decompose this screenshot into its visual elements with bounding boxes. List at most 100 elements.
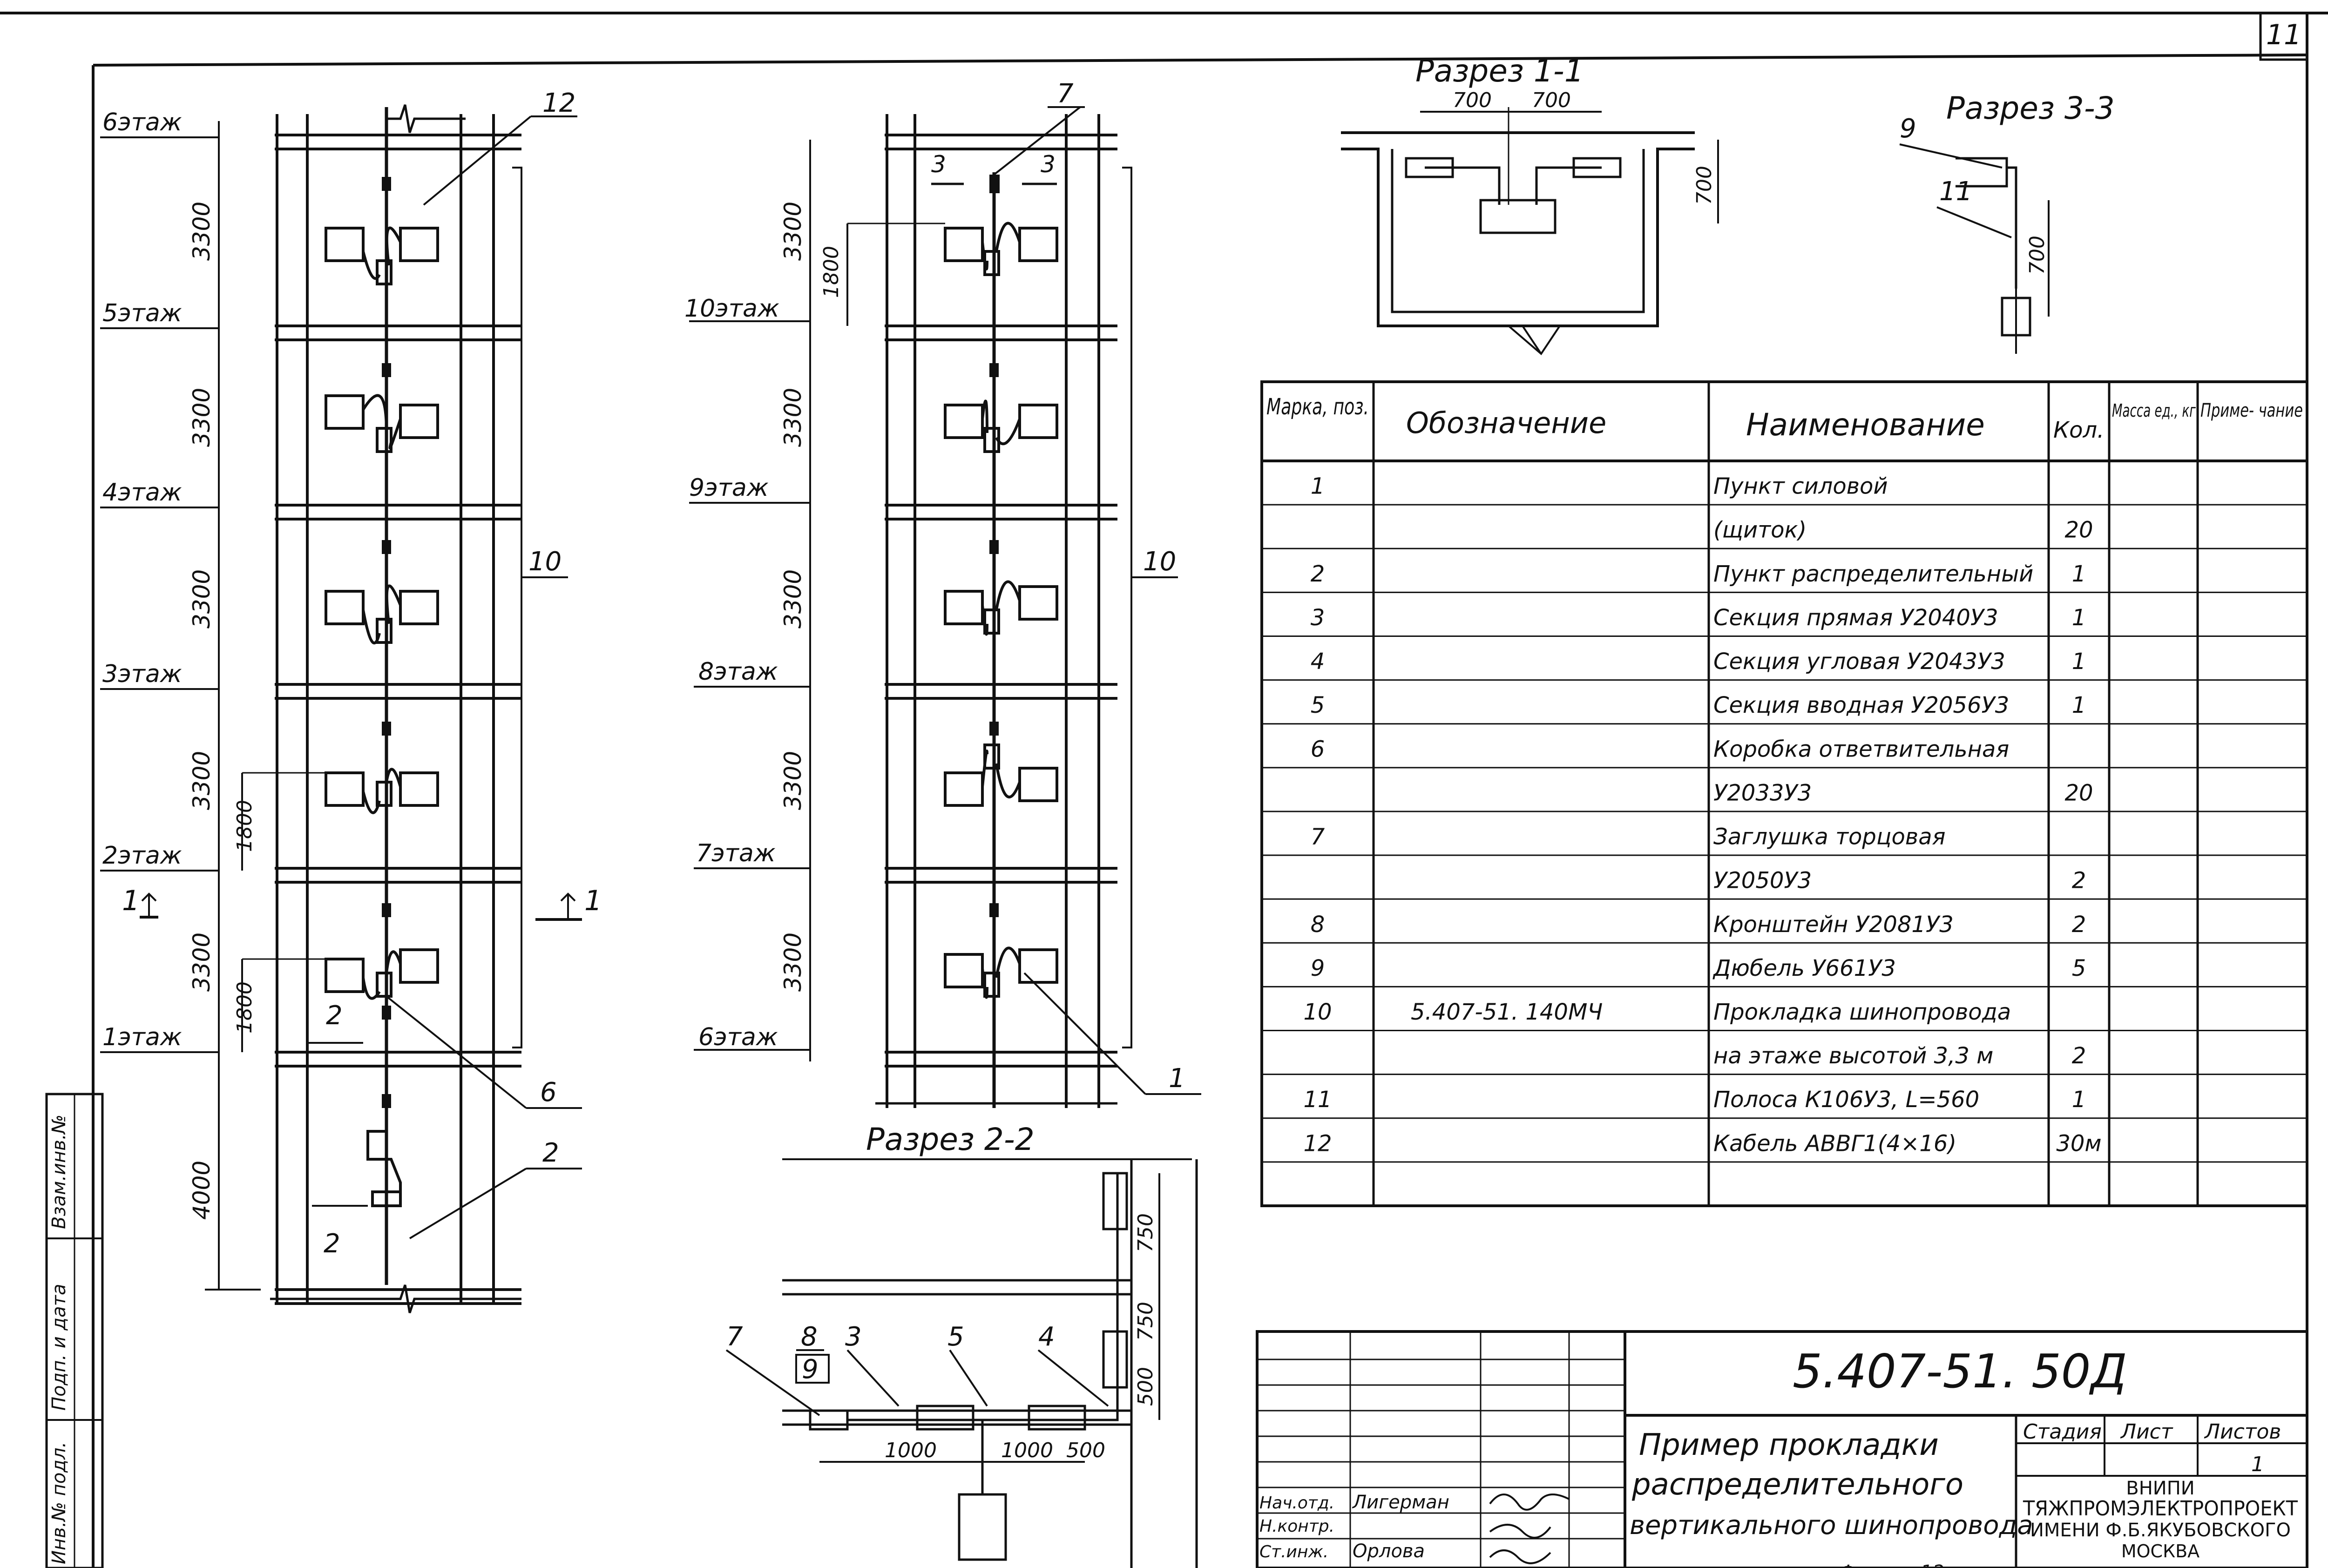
spec-cell-designation: 5.407-51. 140МЧ	[1411, 999, 1603, 1025]
right-callout-7: 7	[1057, 79, 1074, 109]
left-dim-1: 4000	[188, 1161, 215, 1220]
spec-header-designation: Обозначение	[1406, 406, 1606, 440]
section-mark-2-lower: 2	[324, 1229, 340, 1259]
spec-cell-name: Кабель АВВГ1(4×16)	[1713, 1130, 1956, 1156]
left-floor-slabs	[275, 134, 521, 1305]
right-dim-9: 3300	[779, 388, 806, 447]
right-elevation: 10этаж 9этаж 8этаж 7этаж 6этаж 3300 3300…	[684, 79, 1201, 1108]
right-callout-10: 10	[1143, 547, 1176, 577]
spec-header-name: Наименование	[1746, 407, 1985, 443]
side-stamp-inventory: Инв.№ подл.	[48, 1442, 70, 1564]
left-floor-label-5: 5этаж	[102, 299, 182, 327]
spec-cell-name: (щиток)	[1713, 517, 1807, 543]
spec-cell-qty: 1	[2072, 561, 2086, 587]
spec-cell-qty: 2	[2072, 912, 2086, 938]
section-3-3-callout-11: 11	[1939, 176, 1972, 207]
sign-role-head: Нач.отд.	[1259, 1494, 1334, 1513]
spec-cell-name: Полоса К106У3, L=560	[1713, 1087, 1979, 1113]
org-line-4: МОСКВА	[2121, 1541, 2199, 1561]
section-1-1-dim-height: 700	[1692, 166, 1716, 205]
title-line-3: вертикального шинопровода	[1630, 1510, 2033, 1541]
right-busbar-joints	[989, 175, 1000, 917]
section-2-2-dim-e: 750	[1134, 1302, 1157, 1341]
left-floor-label-3: 3этаж	[102, 660, 182, 688]
sign-role-control: Н.контр.	[1259, 1517, 1334, 1536]
right-dim-10: 3300	[779, 202, 806, 261]
left-floor-label-6: 6этаж	[102, 108, 182, 136]
section-2-2-dim-b: 1000	[1001, 1439, 1053, 1462]
spec-cell-qty: 1	[2072, 649, 2086, 675]
right-callout-1: 1	[1169, 1063, 1185, 1094]
left-dim-6: 3300	[188, 202, 215, 261]
org-line-2: ТЯЖПРОМЭЛЕКТРОПРОЕКТ	[2023, 1497, 2298, 1521]
section-2-2-dim-f: 750	[1134, 1213, 1157, 1252]
spec-cell-pos: 9	[1311, 955, 1325, 981]
left-callouts: 12 10 6 2	[386, 88, 582, 1239]
section-1-1-dim-right: 700	[1532, 88, 1571, 112]
left-callout-10: 10	[528, 547, 562, 577]
left-callout-2: 2	[542, 1138, 559, 1168]
sheet-header: Лист	[2120, 1420, 2173, 1444]
spec-cell-qty: 2	[2072, 1043, 2086, 1069]
spec-cell-name: Пункт силовой	[1713, 473, 1888, 500]
right-dim-7: 3300	[779, 751, 806, 810]
right-floor-label-6: 6этаж	[698, 1023, 778, 1051]
signature-grid	[1257, 1331, 1625, 1568]
right-floor-label-9: 9этаж	[689, 474, 769, 502]
spec-table-row-lines	[1262, 504, 2307, 1163]
spec-cell-qty: 1	[2072, 605, 2086, 631]
spec-cell-pos: 7	[1311, 824, 1325, 850]
sheets-header: Листов	[2204, 1420, 2281, 1444]
left-panels	[325, 226, 439, 1000]
spec-table-header: Марка, поз. Обозначение Наименование Кол…	[1266, 394, 2303, 443]
left-floor-labels: 6этаж 5этаж 4этаж 3этаж 2этаж 1этаж	[100, 108, 219, 1053]
spec-cell-pos: 1	[1311, 473, 1325, 500]
spec-row: У2033У3 20	[1713, 780, 2093, 806]
spec-cell-qty: 1	[2072, 692, 2086, 718]
title-line-1: Пример прокладки	[1639, 1428, 1939, 1462]
section-1-1-dim-left: 700	[1453, 88, 1492, 112]
right-floor-slabs	[885, 134, 1117, 1068]
section-mark-3-left: 3	[931, 151, 946, 178]
left-busbar-joints	[382, 177, 391, 1108]
spec-header-qty: Кол.	[2053, 417, 2104, 443]
left-floor-label-1: 1этаж	[102, 1023, 182, 1051]
sign-name-engineer: Орлова	[1353, 1541, 1425, 1562]
spec-cell-qty: 1	[2072, 1087, 2086, 1113]
right-dim-8: 3300	[779, 569, 806, 629]
sheet-frame: 11	[0, 12, 2328, 1568]
spec-cell-pos: 11	[1303, 1087, 1332, 1113]
spec-cell-name: У2033У3	[1713, 780, 1812, 806]
section-mark-1-left: 1	[122, 885, 140, 917]
side-stamp-replaced: Взам.инв.№	[48, 1115, 70, 1229]
spec-row: (щиток)20	[1713, 517, 2093, 543]
section-3-3-dim: 700	[2025, 236, 2049, 275]
title-line-2: распределительного	[1631, 1467, 1963, 1502]
left-section-marks: 1 1 2 2	[122, 885, 602, 1259]
spec-header-note: Приме- чание	[2200, 400, 2303, 421]
spec-cell-name: Коробка ответвительная	[1713, 736, 2009, 762]
org-line-3: ИМЕНИ Ф.Б.ЯКУБОВСКОГО	[2030, 1520, 2291, 1541]
distribution-point-2	[366, 1108, 402, 1285]
section-mark-1-right: 1	[584, 885, 602, 917]
right-subdim: 1800	[819, 246, 843, 298]
spec-header-mass: Масса ед., кг	[2112, 400, 2196, 421]
section-2-2-callout-4: 4	[1038, 1322, 1055, 1352]
spec-cell-qty: 2	[2072, 868, 2086, 894]
format-note: Формат 12	[1839, 1561, 1944, 1568]
left-dim-3: 3300	[188, 751, 215, 810]
spec-row: 1 Пункт силовой	[1311, 473, 1888, 500]
spec-table-columns	[1262, 382, 2307, 1206]
spec-table: Марка, поз. Обозначение Наименование Кол…	[1260, 380, 2308, 1207]
right-dimension-chain: 3300 3300 3300 3300 3300 1800	[779, 140, 945, 1061]
right-floor-labels: 10этаж 9этаж 8этаж 7этаж 6этаж	[684, 295, 810, 1051]
spec-cell-pos: 6	[1311, 736, 1325, 762]
section-2-2-dim-c: 500	[1066, 1439, 1105, 1462]
spec-cell-qty: 20	[2064, 780, 2093, 806]
left-callout-12: 12	[542, 88, 575, 118]
title-block: Нач.отд. Лигерман Н.контр. Ст.инж. Орлов…	[1256, 1330, 2308, 1568]
